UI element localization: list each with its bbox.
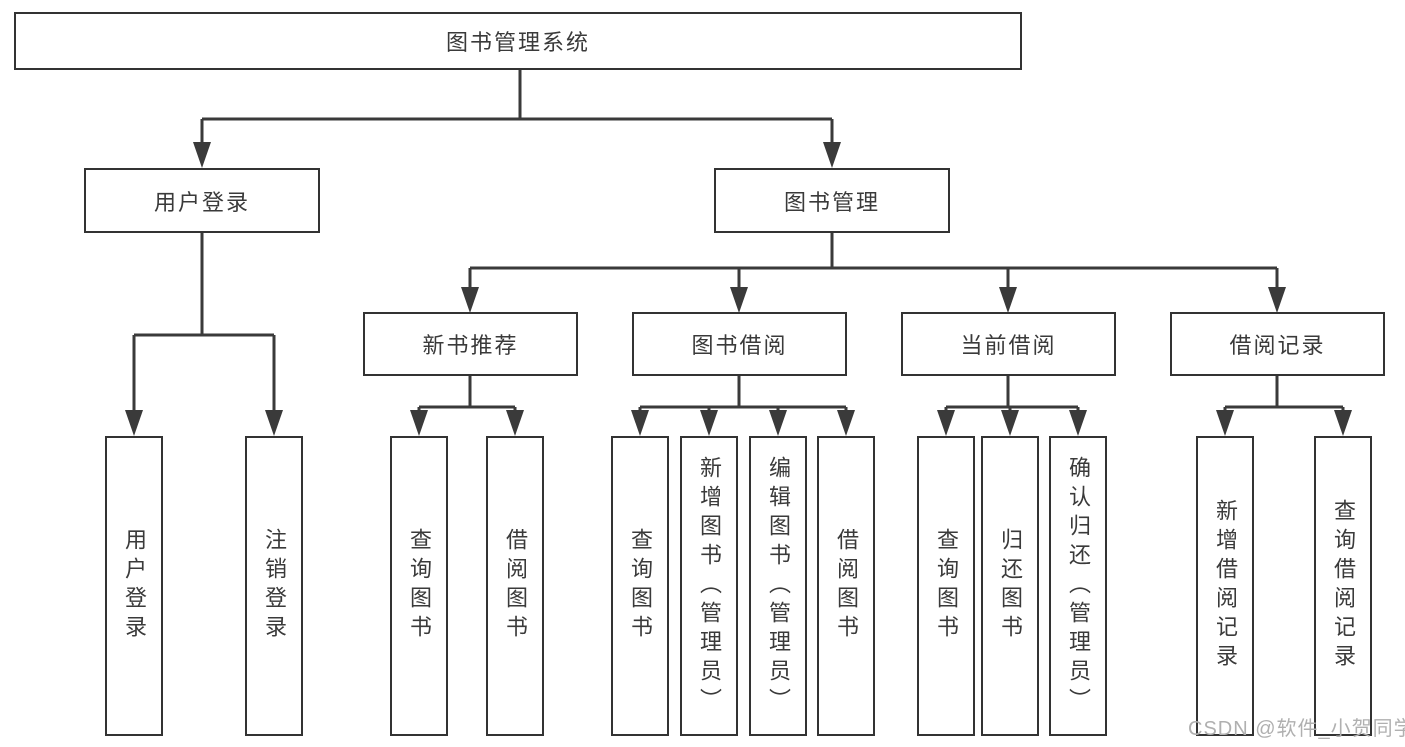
arrowhead [1268, 287, 1286, 313]
node-book-borrow: 图书借阅 [632, 312, 847, 376]
leaf-add-borrow-record: 新增借阅记录 [1196, 436, 1254, 736]
node-book-management: 图书管理 [714, 168, 950, 233]
arrowhead [730, 287, 748, 313]
connector-user-login-branch [125, 233, 283, 436]
leaf-label: 归还图书 [998, 528, 1023, 644]
connector-new-book-branch [410, 376, 524, 436]
node-label: 图书借阅 [691, 333, 788, 358]
connector-current-borrow-branch [937, 376, 1087, 436]
arrowhead [700, 410, 718, 436]
leaf-label: 查询图书 [934, 528, 959, 644]
leaf-confirm-return-admin: 确认归还（管理员） [1049, 436, 1107, 736]
leaf-label: 新增图书（管理员） [697, 455, 722, 717]
node-label: 用户登录 [153, 189, 250, 215]
leaf-borrow-books-borrow: 借阅图书 [817, 436, 875, 736]
leaf-query-borrow-record: 查询借阅记录 [1314, 436, 1372, 736]
leaf-label: 查询图书 [628, 528, 653, 644]
leaf-label: 用户登录 [122, 528, 147, 644]
node-root-system: 图书管理系统 [14, 12, 1022, 70]
arrowhead [837, 410, 855, 436]
node-label: 当前借阅 [960, 333, 1057, 358]
leaf-logout: 注销登录 [245, 436, 303, 736]
leaf-user-login: 用户登录 [105, 436, 163, 736]
leaf-query-books-borrow: 查询图书 [611, 436, 669, 736]
leaf-label: 借阅图书 [834, 528, 859, 644]
csdn-watermark: CSDN @软件_小贺同学 [1188, 718, 1405, 740]
leaf-label: 新增借阅记录 [1213, 499, 1238, 673]
arrowhead [999, 287, 1017, 313]
leaf-edit-book-admin: 编辑图书（管理员） [749, 436, 807, 736]
arrowhead [823, 142, 841, 168]
node-new-book-recommend: 新书推荐 [363, 312, 578, 376]
arrowhead [1069, 410, 1087, 436]
arrowhead [193, 142, 211, 168]
node-current-borrow: 当前借阅 [901, 312, 1116, 376]
arrowhead [937, 410, 955, 436]
arrowhead [506, 410, 524, 436]
node-label: 借阅记录 [1229, 333, 1326, 358]
node-borrow-records: 借阅记录 [1170, 312, 1385, 376]
leaf-label: 注销登录 [262, 528, 287, 644]
arrowhead [1334, 410, 1352, 436]
connector-borrow-records-branch [1216, 376, 1352, 436]
node-label: 新书推荐 [422, 333, 519, 358]
arrowhead [1001, 410, 1019, 436]
arrowhead [265, 410, 283, 436]
arrowhead [1216, 410, 1234, 436]
leaf-label: 借阅图书 [503, 528, 528, 644]
connector-book-management-branch [461, 233, 1286, 313]
arrowhead [631, 410, 649, 436]
arrowhead [410, 410, 428, 436]
leaf-label: 查询借阅记录 [1331, 499, 1356, 673]
arrowhead [461, 287, 479, 313]
leaf-label: 查询图书 [407, 528, 432, 644]
node-label: 图书管理 [783, 189, 880, 215]
connector-book-borrow-branch [631, 376, 855, 436]
leaf-borrow-books-recommend: 借阅图书 [486, 436, 544, 736]
node-user-login: 用户登录 [84, 168, 320, 233]
leaf-add-book-admin: 新增图书（管理员） [680, 436, 738, 736]
leaf-return-book: 归还图书 [981, 436, 1039, 736]
connector-root-to-level1 [193, 70, 841, 168]
arrowhead [125, 410, 143, 436]
arrowhead [769, 410, 787, 436]
leaf-label: 确认归还（管理员） [1066, 455, 1091, 717]
leaf-query-books-recommend: 查询图书 [390, 436, 448, 736]
node-label: 图书管理系统 [445, 30, 590, 55]
leaf-query-books-current: 查询图书 [917, 436, 975, 736]
leaf-label: 编辑图书（管理员） [766, 455, 791, 717]
